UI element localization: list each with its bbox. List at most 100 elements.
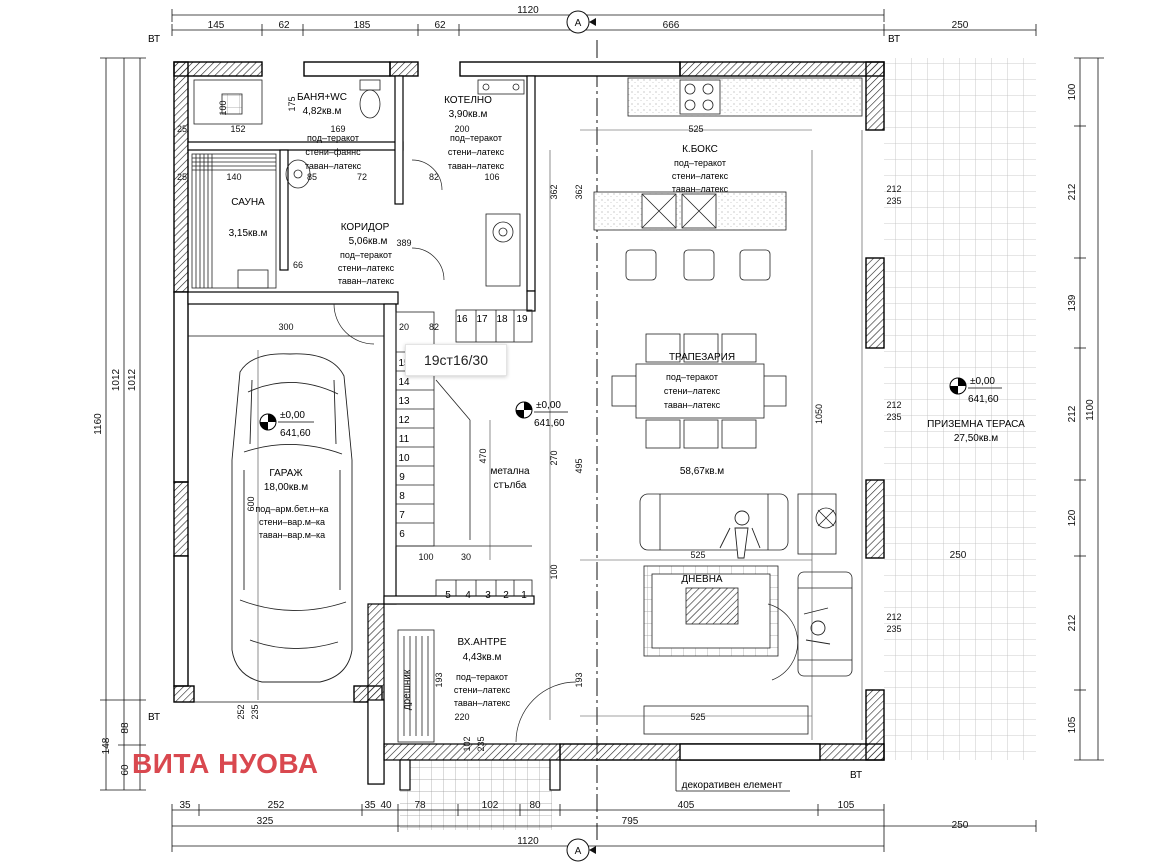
dim-right-1: 100 [1067, 83, 1078, 100]
dining-table [611, 333, 787, 449]
room-corridor-area: 5,06кв.м [349, 236, 388, 247]
level-terrace-top: ±0,00 [970, 376, 995, 387]
step-18: 18 [496, 314, 508, 325]
exterior-walls [173, 61, 885, 761]
inner-dim-66: 66 [293, 260, 303, 270]
dim-right-6: 212 [1067, 614, 1078, 631]
dim-left-1160: 1160 [93, 413, 104, 435]
inner-dim-525-bottom: 525 [690, 712, 705, 722]
step-9: 9 [399, 472, 405, 483]
dim-bottom-9: 105 [838, 800, 855, 811]
room-garage-fin-1: под–арм.бет.н–ка [255, 504, 328, 514]
inner-dim-72: 72 [357, 172, 367, 182]
dim-left-1012b: 1012 [127, 368, 138, 391]
room-living-area: 58,67кв.м [680, 466, 724, 477]
room-bath-fin-2: стени–фаянс [305, 147, 361, 157]
room-entry-area: 4,43кв.м [463, 652, 502, 663]
bottom-dimension-lines [171, 804, 1037, 852]
room-boiler-fin-2: стени–латекс [448, 147, 505, 157]
dim-left-88: 88 [120, 722, 131, 734]
room-boiler-area: 3,90кв.м [449, 109, 488, 120]
room-sauna-area: 3,15кв.м [229, 228, 268, 239]
dim-bottom-total: 1120 [517, 836, 539, 847]
inner-dim-525-mid: 525 [690, 550, 705, 560]
dim-top-6: 250 [952, 20, 969, 31]
level-garage-bottom: 641,60 [280, 428, 311, 439]
wall-label-br: ВТ [850, 770, 862, 781]
dim-bottom-4: 40 [380, 800, 392, 811]
room-garage-name: ГАРАЖ [269, 468, 303, 479]
dim-left-60: 60 [120, 764, 131, 776]
inner-dim-175: 175 [287, 96, 297, 111]
inner-dim-220: 220 [454, 712, 469, 722]
bath-fixtures [193, 79, 381, 189]
inner-dim-100b: 100 [418, 552, 433, 562]
inner-dim-495: 495 [574, 458, 584, 473]
dim-left-1012a: 1012 [111, 368, 122, 391]
inner-dimensions: 175 100 152 169 200 525 362 362 140 85 7… [177, 96, 967, 751]
dim-bottom-6: 102 [482, 800, 499, 811]
inner-dim-82: 82 [429, 172, 439, 182]
room-corridor-fin-1: под–теракот [340, 250, 392, 260]
dim-bottom-2: 252 [268, 800, 285, 811]
inner-dim-389: 389 [396, 238, 411, 248]
inner-dim-193b: 193 [574, 672, 584, 687]
room-dining-fin-1: под–теракот [666, 372, 718, 382]
inner-dim-1050: 1050 [814, 404, 824, 424]
dim-top-4: 62 [434, 20, 446, 31]
top-dimension-lines [171, 9, 1037, 36]
boiler-room-fixtures [477, 79, 525, 287]
step-8: 8 [399, 491, 405, 502]
entry-porch-tiling [400, 760, 552, 830]
stair-callout-label: 19ст16/30 [405, 344, 507, 376]
inner-dim-235d: 235 [886, 412, 901, 422]
step-2: 2 [503, 590, 509, 601]
inner-dim-212a: 212 [886, 184, 901, 194]
axis-lines [257, 129, 863, 740]
brand-watermark: ВИТА НУОВА [132, 748, 319, 779]
inner-dim-193a: 193 [434, 672, 444, 687]
level-marker-garage: ±0,00 641,60 [259, 410, 314, 439]
room-bath-name: БАНЯ+WC [297, 92, 347, 103]
room-entry-fin-1: под–теракот [456, 672, 508, 682]
room-garage-area: 18,00кв.м [264, 482, 308, 493]
sauna-benches [191, 153, 277, 289]
wall-label-tl: ВТ [148, 34, 160, 45]
dim-top-1: 145 [208, 20, 225, 31]
dim-right-7: 105 [1067, 716, 1078, 733]
dim-top-total: 1120 [517, 5, 539, 16]
inner-dim-106: 106 [484, 172, 499, 182]
step-10: 10 [398, 453, 410, 464]
inner-dim-525-top: 525 [688, 124, 703, 134]
inner-dim-212c: 212 [886, 612, 901, 622]
inner-dim-235b: 235 [250, 704, 260, 719]
dim-top-5: 666 [663, 20, 680, 31]
room-kitchen-fin-3: таван–латекс [672, 184, 729, 194]
deco-element-label: декоративен елемент [682, 780, 783, 791]
section-marker-top: A [566, 10, 596, 34]
dim-right-3: 139 [1067, 294, 1078, 311]
step-12: 12 [398, 415, 410, 426]
inner-dim-470: 470 [478, 448, 488, 463]
level-hall-top: ±0,00 [536, 400, 561, 411]
level-garage-top: ±0,00 [280, 410, 305, 421]
inner-dim-169: 169 [330, 124, 345, 134]
inner-dim-25a: 25 [177, 124, 187, 134]
inner-dim-100: 100 [218, 100, 228, 115]
garage-area [188, 335, 384, 703]
level-marker-hall: ±0,00 641,60 [515, 400, 568, 429]
dim-left-148: 148 [101, 737, 112, 754]
room-terrace-area: 27,50кв.м [954, 433, 998, 444]
interior-walls [187, 75, 561, 791]
inner-dim-100c: 100 [549, 564, 559, 579]
dim-top-3: 185 [354, 20, 371, 31]
person-figures [719, 510, 831, 645]
room-bath-fin-3: таван–латекс [305, 161, 362, 171]
wall-label-bl: ВТ [148, 712, 160, 723]
wall-label-tr: ВТ [888, 34, 900, 45]
step-1: 1 [521, 590, 527, 601]
room-kitchen-fin-1: под–теракот [674, 158, 726, 168]
stair-treads [395, 309, 533, 597]
step-5: 5 [445, 590, 451, 601]
